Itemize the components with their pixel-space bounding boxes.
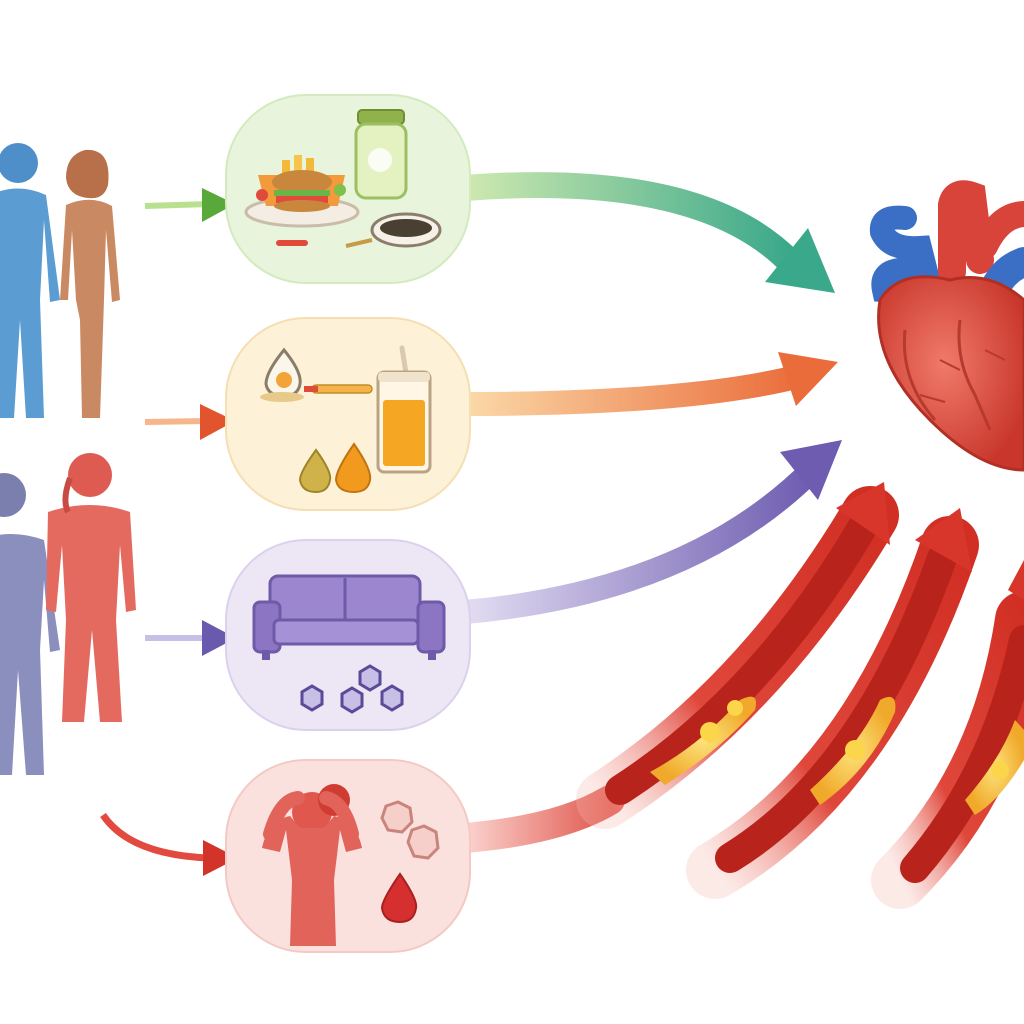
entry-arrow-stress xyxy=(100,812,238,876)
arrow-fats-to-heart xyxy=(453,352,838,416)
jar-icon xyxy=(354,109,408,200)
utensil-icon xyxy=(304,384,373,394)
risk-bubble-fats xyxy=(225,317,471,511)
arrow-diet-to-heart xyxy=(452,172,835,293)
people-group-top xyxy=(0,143,120,418)
person-icon xyxy=(46,453,136,722)
bowl-icon xyxy=(345,212,442,248)
risk-bubble-sedentary xyxy=(225,539,471,731)
person-icon xyxy=(0,143,60,418)
stress-headache-icon xyxy=(262,784,362,946)
clogged-artery-icon xyxy=(810,696,896,805)
oil-drop-icon xyxy=(334,442,372,494)
person-icon xyxy=(0,473,60,775)
blood-drop-icon xyxy=(380,872,418,924)
clogged-artery-icon xyxy=(650,696,756,785)
clogged-artery-icon xyxy=(965,720,1024,815)
arrow-sedentary-to-heart xyxy=(453,440,842,624)
artery-1 xyxy=(576,482,899,829)
oil-drop-icon xyxy=(298,448,332,494)
pill-icon xyxy=(300,664,404,714)
bubble-cell-icon xyxy=(380,800,440,860)
entry-arrow-diet xyxy=(144,188,235,222)
drink-glass-icon xyxy=(376,345,432,474)
egg-icon xyxy=(260,347,304,402)
entry-arrow-fats xyxy=(144,404,235,440)
entry-arrow-sedentary xyxy=(145,620,236,656)
artery-2 xyxy=(686,508,979,899)
junk-food-icon xyxy=(244,155,360,246)
heart-icon xyxy=(869,180,1024,472)
people-group-bottom xyxy=(0,453,136,775)
artery-3 xyxy=(871,560,1024,909)
risk-bubble-stress xyxy=(225,759,471,953)
person-icon xyxy=(60,149,120,418)
sofa-icon xyxy=(252,574,446,660)
risk-bubble-diet xyxy=(225,94,471,284)
